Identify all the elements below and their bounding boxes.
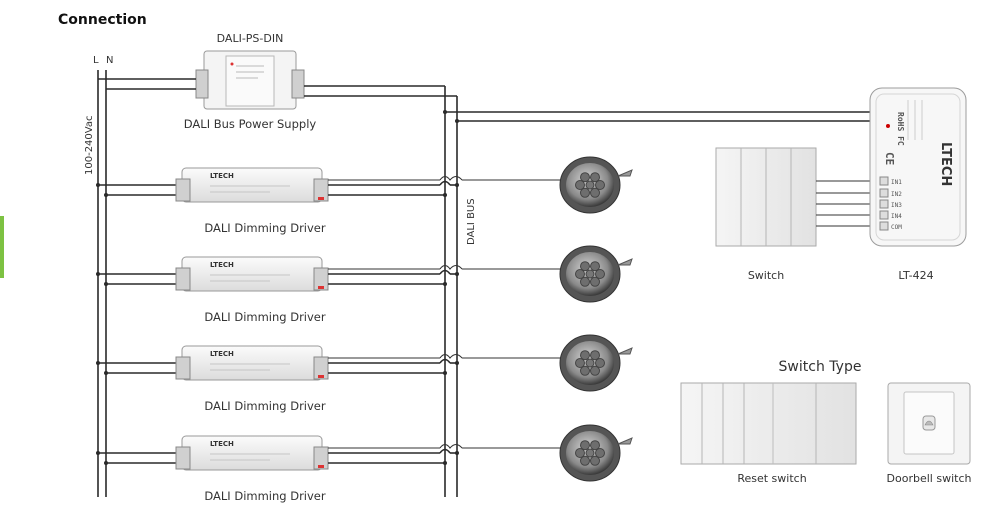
controller-terminal: IN2 — [879, 188, 902, 198]
controller-terminal: IN4 — [879, 210, 902, 220]
dimming-driver: LTECH — [175, 435, 329, 471]
driver-row: LTECH DALI Dimming Driver — [96, 156, 633, 235]
driver-brand: LTECH — [210, 172, 234, 180]
driver-row: LTECH DALI Dimming Driver — [96, 245, 633, 324]
diagram-title: Connection — [58, 12, 147, 28]
mains-voltage-label: 100-240Vac — [84, 116, 95, 175]
power-supply-caption: DALI Bus Power Supply — [184, 117, 317, 131]
driver-caption: DALI Dimming Driver — [204, 399, 326, 413]
controller-terminal-label: IN3 — [891, 202, 902, 209]
downlight-lamp — [559, 334, 633, 392]
downlight-lamp — [559, 424, 633, 482]
downlight-lamp — [559, 245, 633, 303]
driver-row: LTECH DALI Dimming Driver — [96, 334, 633, 413]
controller-terminal-label: IN2 — [891, 191, 902, 198]
dimming-driver: LTECH — [175, 167, 329, 203]
mains-n-label: N — [106, 55, 113, 66]
controller-terminal-label: IN4 — [891, 213, 902, 220]
controller-cert: RoHS FC — [896, 112, 905, 146]
driver-caption: DALI Dimming Driver — [204, 489, 326, 503]
controller-terminal: IN1 — [879, 176, 902, 186]
doorbell-switch-caption: Doorbell switch — [887, 472, 972, 485]
doorbell-switch: Doorbell switch — [887, 382, 972, 485]
controller-terminal-label: COM — [891, 224, 902, 231]
driver-caption: DALI Dimming Driver — [204, 310, 326, 324]
dali-bus-label: DALI BUS — [466, 198, 477, 245]
mains-l-label: L — [93, 55, 99, 66]
driver-row: LTECH DALI Dimming Driver — [96, 424, 633, 503]
switch-panel: Switch — [715, 147, 817, 282]
switch-type-heading: Switch Type — [779, 359, 862, 375]
driver-caption: DALI Dimming Driver — [204, 221, 326, 235]
dimming-driver: LTECH — [175, 345, 329, 381]
power-supply: DALI-PS-DIN DALI Bus Power Supply — [184, 32, 317, 131]
controller-ce: CE — [883, 152, 896, 165]
controller-caption: LT-424 — [898, 269, 933, 282]
switch-panel-caption: Switch — [748, 269, 784, 282]
driver-brand: LTECH — [210, 261, 234, 269]
downlight-lamp — [559, 156, 633, 214]
controller-terminal: IN3 — [879, 199, 902, 209]
controller-brand: LTECH — [938, 142, 953, 186]
power-supply-model: DALI-PS-DIN — [217, 32, 284, 45]
dimming-driver: LTECH — [175, 256, 329, 292]
driver-brand: LTECH — [210, 350, 234, 358]
accent-bar — [0, 216, 4, 278]
reset-switch-caption: Reset switch — [737, 472, 806, 485]
controller-terminal-label: IN1 — [891, 179, 902, 186]
controller-terminal: COM — [879, 221, 902, 231]
reset-switch: Reset switch — [680, 382, 857, 485]
driver-brand: LTECH — [210, 440, 234, 448]
